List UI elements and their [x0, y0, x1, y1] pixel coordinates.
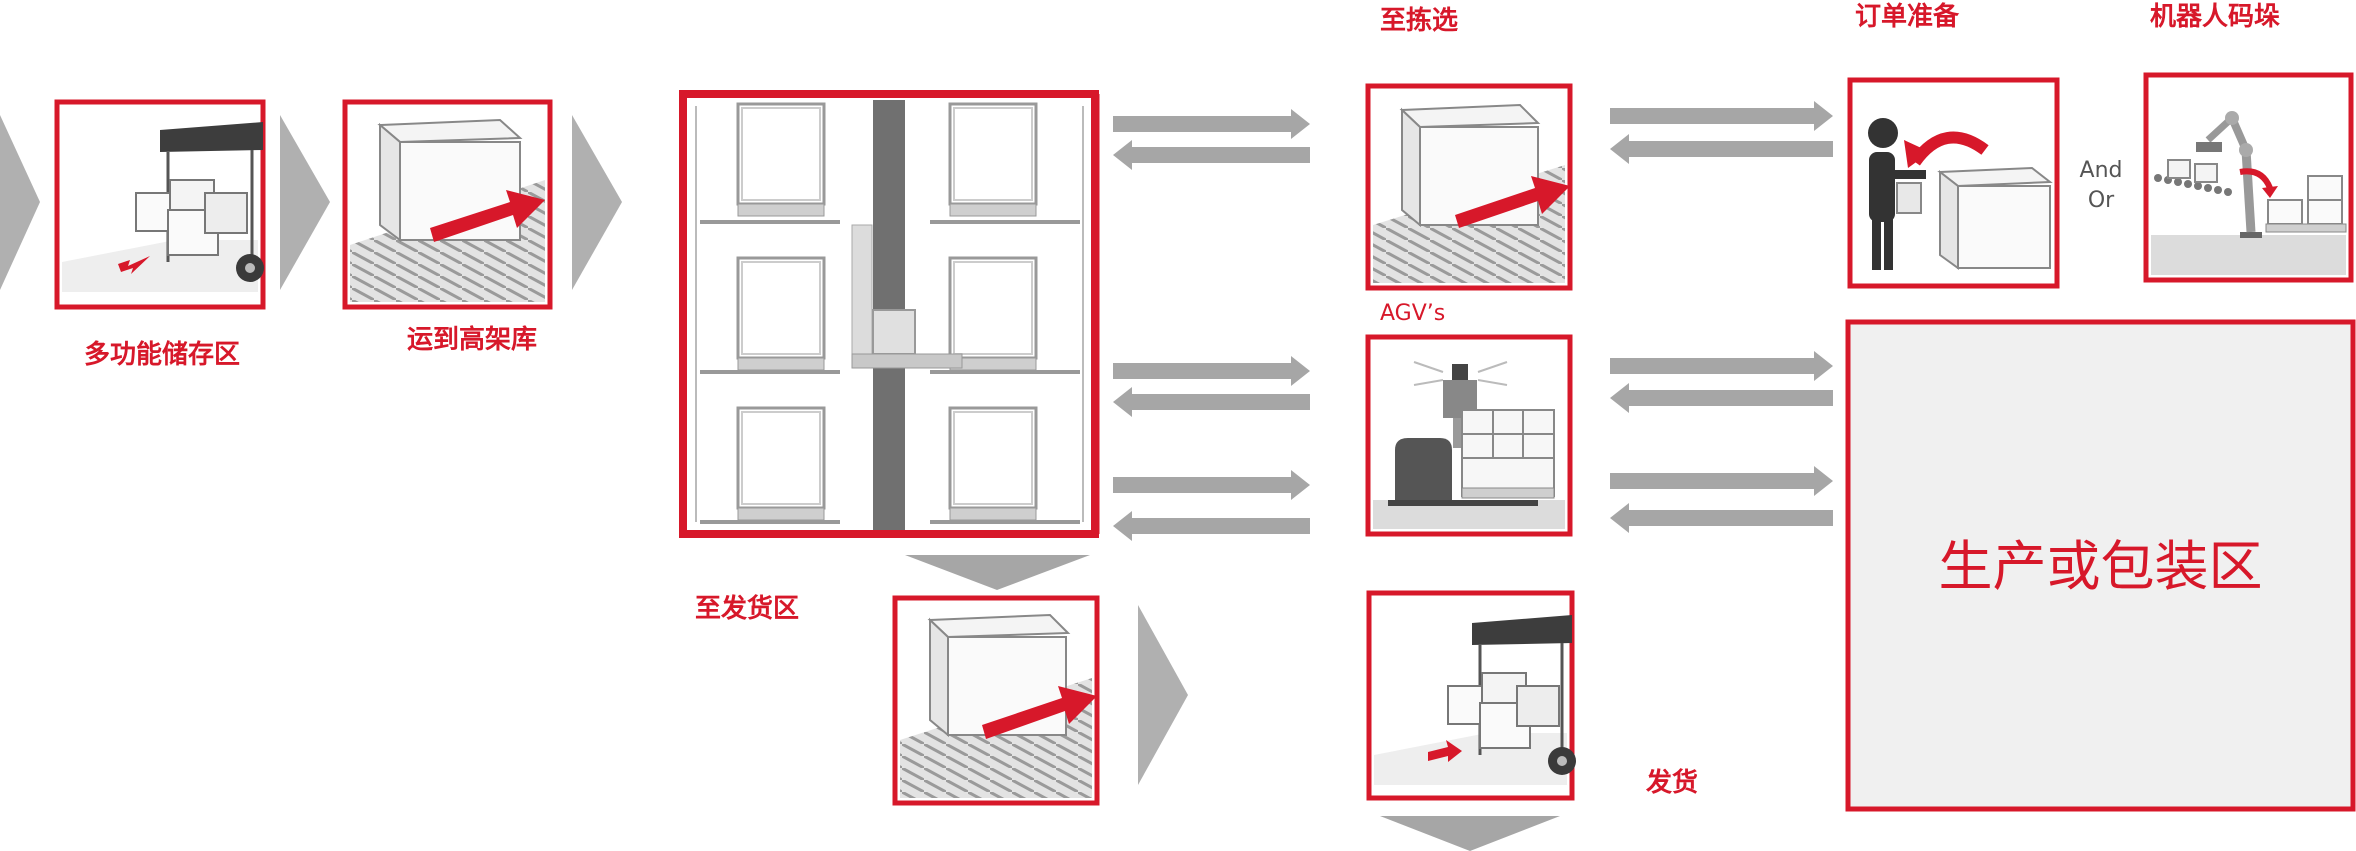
- bidirectional-arrows-agv-production-1: [1610, 351, 1833, 413]
- storage-truck-illustration: [54, 99, 266, 310]
- label-agvs: AGV’s: [1380, 301, 1446, 326]
- bidirectional-arrows-rack-agv-2: [1113, 470, 1310, 541]
- label-to-picking: 至拣选: [1380, 6, 1459, 36]
- bidirectional-arrows-rack-agv-1: [1113, 356, 1310, 417]
- label-order-prep: 订单准备: [1855, 2, 1960, 32]
- picking-conveyor-illustration: [1365, 83, 1573, 291]
- conveyor-to-highbay-illustration: [342, 99, 553, 310]
- robot-palletizing-illustration: [2143, 72, 2354, 283]
- label-to-shipping-area: 至发货区: [695, 594, 800, 624]
- down-arrow-to-shipping: [905, 555, 1090, 590]
- high-bay-rack-illustration: [679, 90, 1100, 538]
- chevron-arrow-2: [572, 115, 622, 290]
- down-arrow-after-shipping: [1380, 816, 1560, 851]
- label-to-high-bay: 运到高架库: [407, 325, 538, 355]
- shipping-truck-illustration: [1366, 590, 1576, 801]
- label-shipping: 发货: [1646, 768, 1699, 798]
- order-prep-illustration: [1847, 77, 2060, 289]
- label-or: Or: [2087, 187, 2115, 213]
- label-multi-storage: 多功能储存区: [84, 340, 241, 370]
- conveyor-to-shipping-illustration: [892, 595, 1100, 806]
- bidirectional-arrows-picking-order: [1610, 101, 1833, 164]
- chevron-arrow-3: [1138, 605, 1188, 785]
- production-zone-panel: [1845, 319, 2356, 812]
- bidirectional-arrows-rack-picking: [1113, 109, 1310, 170]
- label-robot-palletizing: 机器人码垛: [2150, 2, 2281, 32]
- bidirectional-arrows-agv-production-2: [1610, 466, 1833, 533]
- chevron-arrow-1: [280, 115, 330, 290]
- production-zone-label: 生产或包装区: [1938, 535, 2263, 598]
- chevron-arrow-start: [0, 115, 40, 290]
- agv-illustration: [1365, 334, 1573, 537]
- label-and: And: [2079, 158, 2123, 183]
- label-and-or: And Or: [2066, 156, 2136, 215]
